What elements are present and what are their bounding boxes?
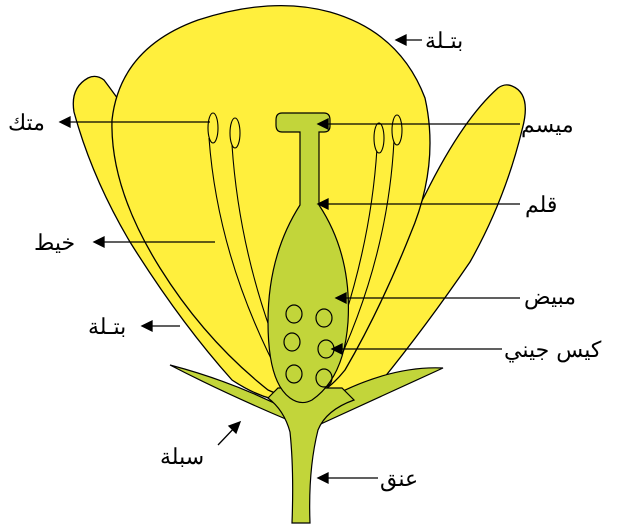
anther-4	[392, 115, 402, 145]
arrow-petal-top	[396, 35, 422, 45]
label-anther: متك	[8, 111, 45, 136]
label-stigma: ميسم	[521, 113, 574, 138]
label-filament: خيط	[34, 231, 75, 256]
anther-3	[374, 123, 384, 153]
label-neck: عنق	[380, 467, 418, 492]
label-embryo-sac: كيس جيني	[504, 338, 602, 363]
arrow-petal-side	[142, 321, 180, 331]
label-ovary: مبيض	[524, 285, 576, 310]
label-petal-top: بتـلة	[425, 29, 463, 54]
label-petal-side: بتـلة	[88, 315, 126, 340]
anther-2	[230, 118, 240, 148]
anther-1	[208, 113, 218, 143]
label-sepal: سبلة	[160, 445, 204, 470]
arrow-sepal	[218, 422, 240, 445]
label-style: قلم	[525, 193, 557, 218]
arrow-neck	[318, 473, 378, 483]
